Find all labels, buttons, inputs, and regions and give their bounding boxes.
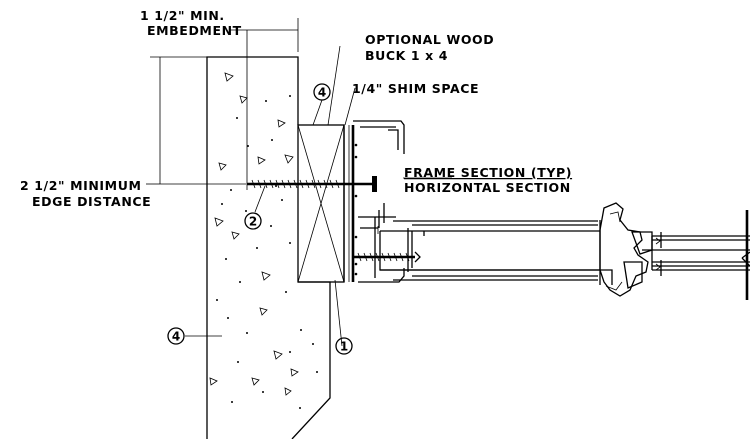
svg-text:1: 1 bbox=[340, 340, 348, 354]
anchor-screw-lower bbox=[354, 226, 421, 263]
edge-distance-label-line1: 2 1/2" MINIMUM bbox=[20, 178, 142, 193]
svg-text:2: 2 bbox=[249, 215, 257, 229]
callout-concrete-top: 4 bbox=[313, 83, 331, 101]
horizontal-section-label: HORIZONTAL SECTION bbox=[404, 180, 571, 195]
callout-anchor-lower: 1 bbox=[335, 337, 353, 355]
anchor-screw-upper bbox=[247, 176, 377, 192]
frame-section-label: FRAME SECTION (TYP) bbox=[404, 165, 572, 180]
dimension-edge-distance bbox=[146, 56, 246, 185]
wood-buck-label-line1: OPTIONAL WOOD bbox=[365, 32, 494, 47]
dimension-embedment bbox=[230, 18, 299, 190]
glazing-sash bbox=[379, 202, 750, 300]
callout-concrete-left: 4 bbox=[167, 327, 185, 345]
window-frame bbox=[351, 120, 405, 283]
shim-space-label: 1/4" SHIM SPACE bbox=[352, 81, 479, 96]
svg-text:4: 4 bbox=[172, 330, 180, 344]
embedment-label-line1: 1 1/2" MIN. bbox=[140, 8, 225, 23]
callout-anchor-upper: 2 bbox=[244, 212, 262, 230]
edge-distance-label-line2: EDGE DISTANCE bbox=[32, 194, 151, 209]
leader-lines bbox=[185, 45, 452, 347]
wood-buck bbox=[297, 124, 345, 283]
concrete-aggregate-marks bbox=[209, 72, 318, 409]
embedment-label-line2: EMBEDMENT bbox=[147, 23, 242, 38]
concrete-wall bbox=[206, 56, 331, 439]
svg-text:4: 4 bbox=[318, 86, 326, 100]
wood-buck-label-line2: BUCK 1 x 4 bbox=[365, 48, 448, 63]
